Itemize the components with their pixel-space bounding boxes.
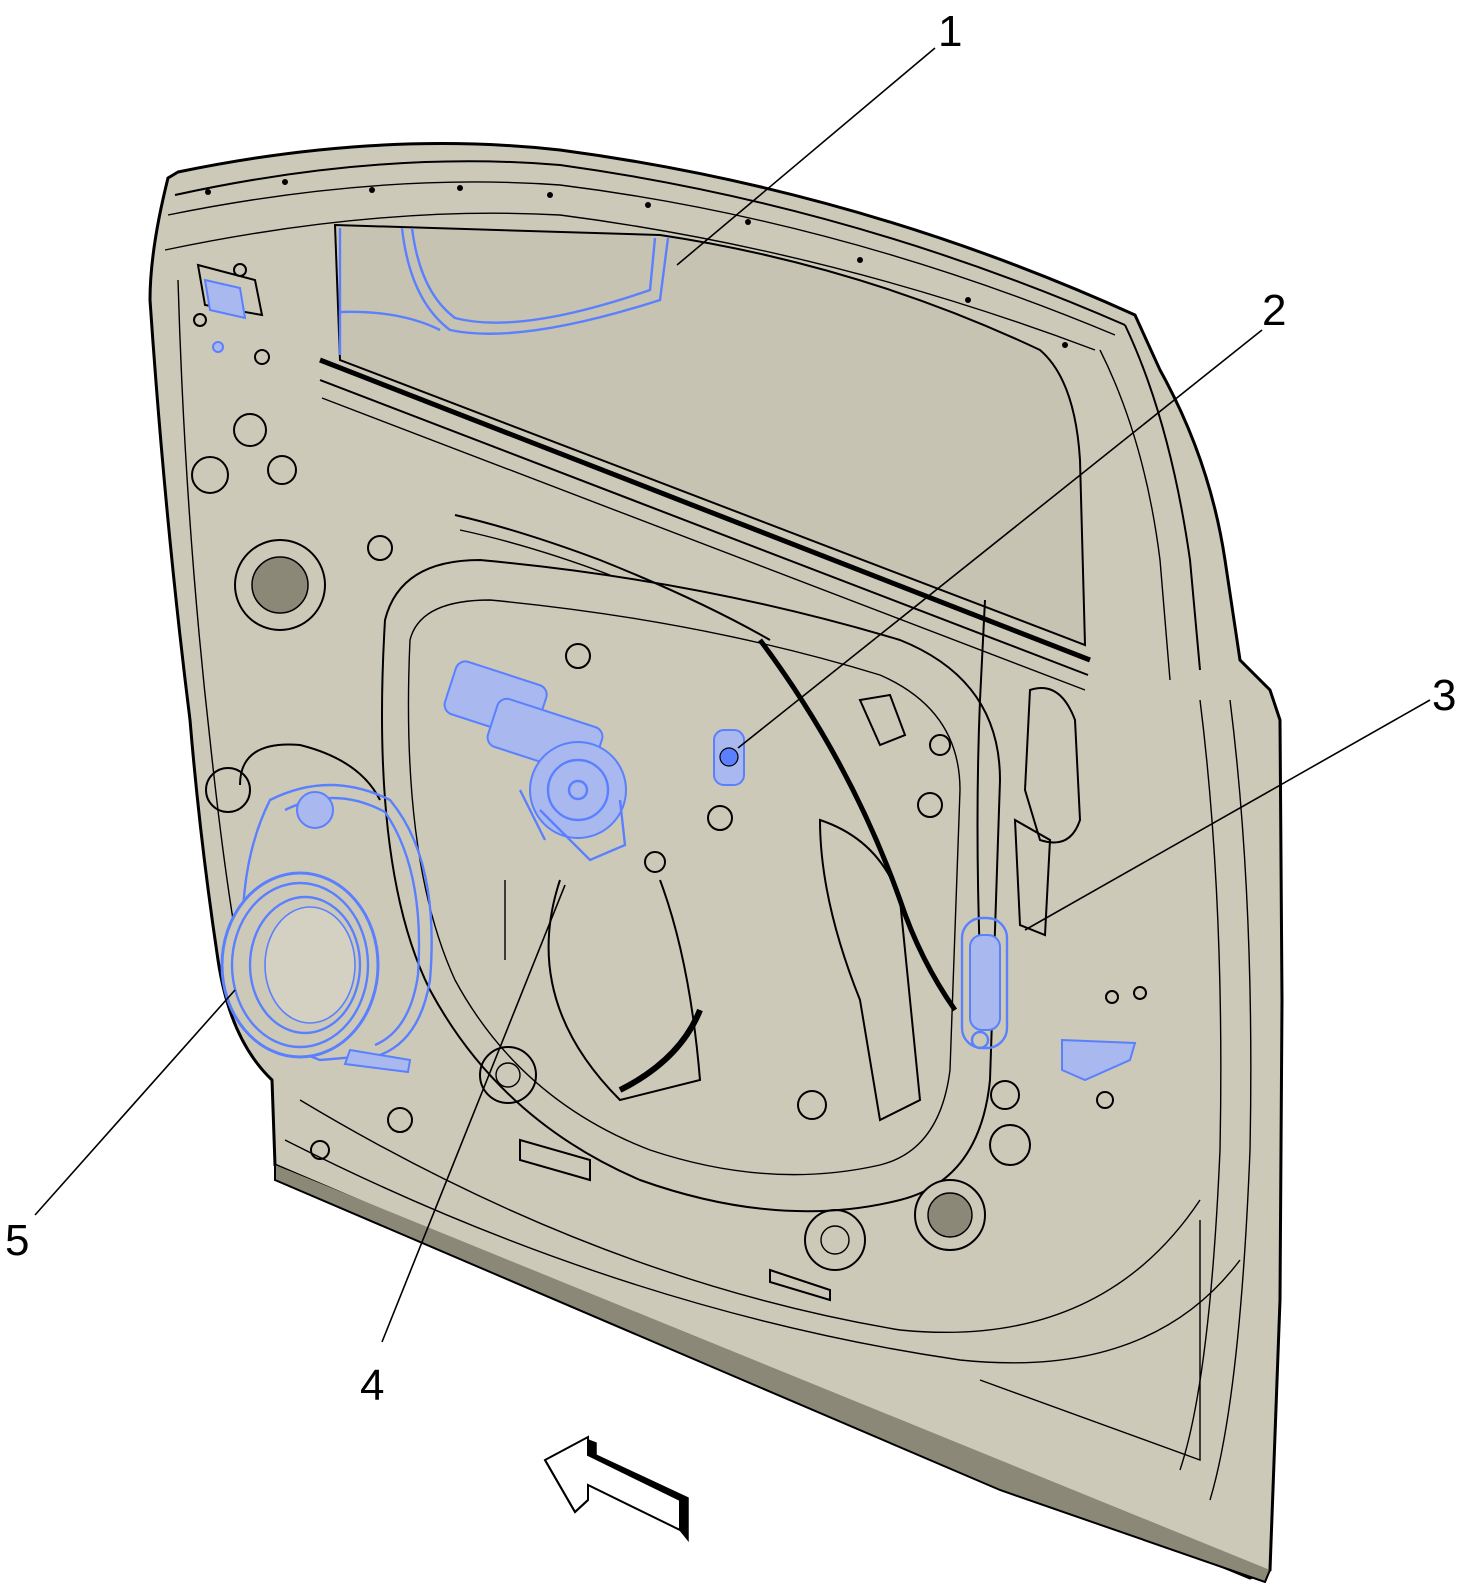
window-glass bbox=[338, 227, 670, 355]
leader-line-4 bbox=[381, 884, 566, 1343]
view-direction-arrow-icon bbox=[543, 1435, 689, 1543]
leader-line-3 bbox=[1024, 699, 1431, 931]
callouts: 1 2 3 4 5 bbox=[5, 7, 1456, 1410]
highlighted-components bbox=[203, 227, 1137, 1082]
callout-4: 4 bbox=[360, 1361, 384, 1410]
leader-line-5 bbox=[34, 989, 236, 1216]
callout-2: 2 bbox=[1262, 286, 1286, 335]
door-panel bbox=[148, 142, 1284, 1583]
window-regulator-motor bbox=[443, 660, 627, 862]
speaker bbox=[220, 783, 433, 1074]
lower-bracket bbox=[1061, 1038, 1137, 1082]
callout-1: 1 bbox=[938, 7, 962, 56]
bolt-2 bbox=[713, 729, 745, 786]
leader-line-2 bbox=[737, 329, 1263, 749]
bolt-3 bbox=[960, 916, 1009, 1050]
upper-bracket bbox=[203, 278, 247, 320]
leader-lines bbox=[34, 47, 1431, 1343]
leader-line-1 bbox=[676, 47, 936, 266]
callout-5: 5 bbox=[5, 1216, 29, 1265]
callout-3: 3 bbox=[1432, 671, 1456, 720]
